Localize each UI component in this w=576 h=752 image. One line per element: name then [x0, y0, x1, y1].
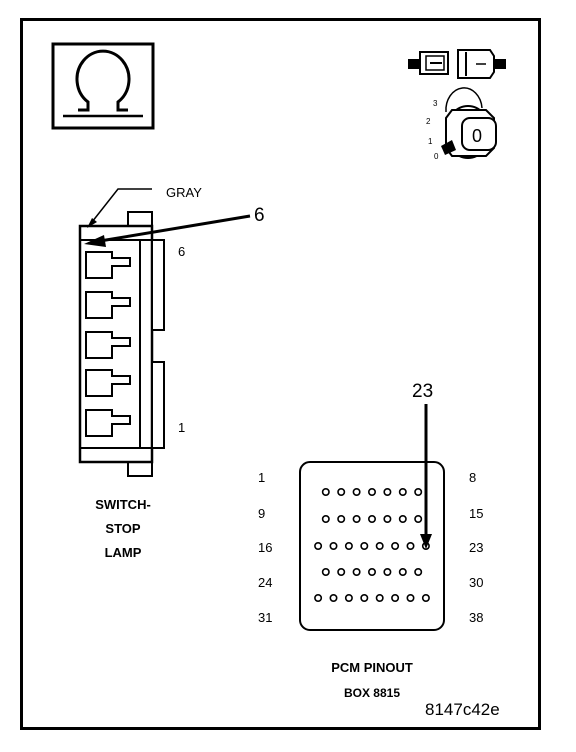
pin6-callout-arrow: [84, 214, 251, 247]
pcm-pin: [314, 593, 323, 602]
figure-frame: [20, 18, 541, 730]
pin23-callout-label: 23: [412, 381, 434, 402]
pin23-callout-arrow: [420, 404, 432, 549]
key-pos-0: 0: [434, 152, 439, 161]
pcm-pin: [414, 487, 423, 496]
terminal-cavity: [85, 369, 131, 397]
pcm-right-label-15: 15: [469, 506, 484, 521]
pin-top-label: 6: [178, 244, 186, 259]
pcm-pin: [391, 593, 400, 602]
pcm-pin: [352, 567, 361, 576]
key-pos-3: 3: [433, 99, 438, 108]
key-pos-1: 1: [428, 137, 433, 146]
pin6-callout-label: 6: [254, 205, 265, 226]
pcm-pin: [414, 514, 423, 523]
pcm-pin: [321, 567, 330, 576]
terminal-cavity: [85, 291, 131, 319]
switch-title-line2: STOP: [105, 521, 141, 536]
wire-color-label: GRAY: [166, 185, 202, 200]
pcm-pin: [329, 541, 338, 550]
pcm-pin: [383, 514, 392, 523]
pcm-pin: [314, 541, 323, 550]
pcm-pin: [406, 593, 415, 602]
pcm-right-label-38: 38: [469, 610, 484, 625]
pcm-pin: [383, 567, 392, 576]
pcm-left-label-24: 24: [258, 575, 273, 590]
pcm-pin: [367, 514, 376, 523]
pcm-pin: [337, 567, 346, 576]
pin-bottom-label: 1: [178, 420, 186, 435]
pcm-right-label-23: 23: [469, 540, 484, 555]
pcm-left-label-31: 31: [258, 610, 273, 625]
pcm-pin: [414, 567, 423, 576]
pcm-pin: [367, 567, 376, 576]
pcm-left-label-16: 16: [258, 540, 273, 555]
pcm-pin: [344, 541, 353, 550]
key-pos-2: 2: [426, 117, 431, 126]
pcm-pin: [406, 541, 415, 550]
pcm-pin: [391, 541, 400, 550]
pcm-pin: [398, 487, 407, 496]
pcm-pin: [329, 593, 338, 602]
pcm-pin: [383, 487, 392, 496]
ohmmeter-icon: [51, 42, 155, 130]
pcm-pin: [337, 514, 346, 523]
pcm-pin: [398, 567, 407, 576]
pcm-right-label-8: 8: [469, 470, 477, 485]
pcm-pin: [344, 593, 353, 602]
pcm-pin: [352, 487, 361, 496]
disconnected-connector-icon: [408, 49, 506, 79]
pcm-connector-body: [299, 461, 445, 631]
pcm-pin: [367, 487, 376, 496]
pcm-pin: [398, 514, 407, 523]
pcm-title-line2: BOX 8815: [343, 686, 401, 700]
ignition-key-icon: 3 2 1 0 0: [426, 87, 497, 161]
gray-leader-line: [91, 188, 152, 223]
pcm-pin: [360, 541, 369, 550]
key-label: 0: [472, 126, 482, 146]
connector-terminals: [85, 251, 131, 437]
pcm-pin: [321, 487, 330, 496]
switch-title-line1: SWITCH-: [95, 497, 151, 512]
pcm-right-label-30: 30: [469, 575, 484, 590]
pcm-pin-grid: [314, 487, 430, 602]
pcm-pin: [321, 514, 330, 523]
pcm-pin: [352, 514, 361, 523]
switch-title-line3: LAMP: [104, 545, 142, 560]
terminal-cavity: [85, 331, 131, 359]
pcm-pin: [375, 593, 384, 602]
pcm-pin: [375, 541, 384, 550]
pcm-pin: [337, 487, 346, 496]
pcm-left-label-9: 9: [258, 506, 266, 521]
figure-id: 8147c42e: [425, 700, 500, 719]
terminal-cavity: [85, 251, 131, 279]
pcm-pin: [360, 593, 369, 602]
pcm-title-line1: PCM PINOUT: [331, 660, 413, 675]
terminal-cavity: [85, 409, 131, 437]
pcm-left-label-1: 1: [258, 470, 266, 485]
pcm-pin: [421, 593, 430, 602]
